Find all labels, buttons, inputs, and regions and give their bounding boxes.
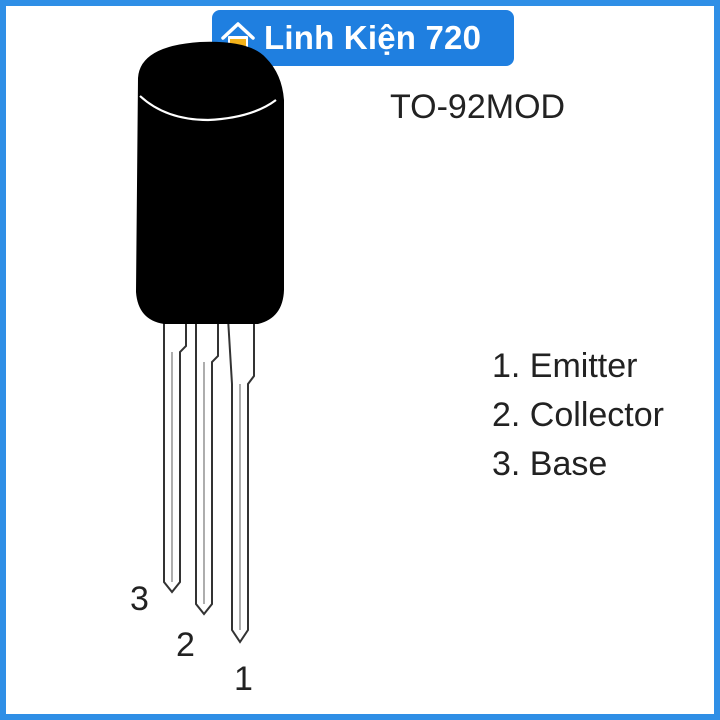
pin-number-1: 1 — [234, 660, 253, 698]
pin-1-label: 1. Emitter — [492, 347, 638, 385]
pin-number-3: 3 — [130, 580, 149, 618]
lead-1 — [226, 317, 255, 644]
transistor-body — [136, 41, 284, 325]
pin-2-label: 2. Collector — [492, 396, 664, 434]
transistor-leads — [163, 317, 255, 644]
lead-2 — [195, 317, 219, 616]
pin-3-label: 3. Base — [492, 445, 608, 483]
body-top-curve — [139, 95, 277, 122]
pinout-legend: 1. Emitter 2. Collector 3. Base — [492, 342, 664, 489]
brand-name: Linh Kiện 720 — [264, 19, 482, 56]
lead-3 — [163, 317, 187, 594]
package-name: TO-92MOD — [390, 88, 566, 126]
pin-number-2: 2 — [176, 626, 195, 664]
